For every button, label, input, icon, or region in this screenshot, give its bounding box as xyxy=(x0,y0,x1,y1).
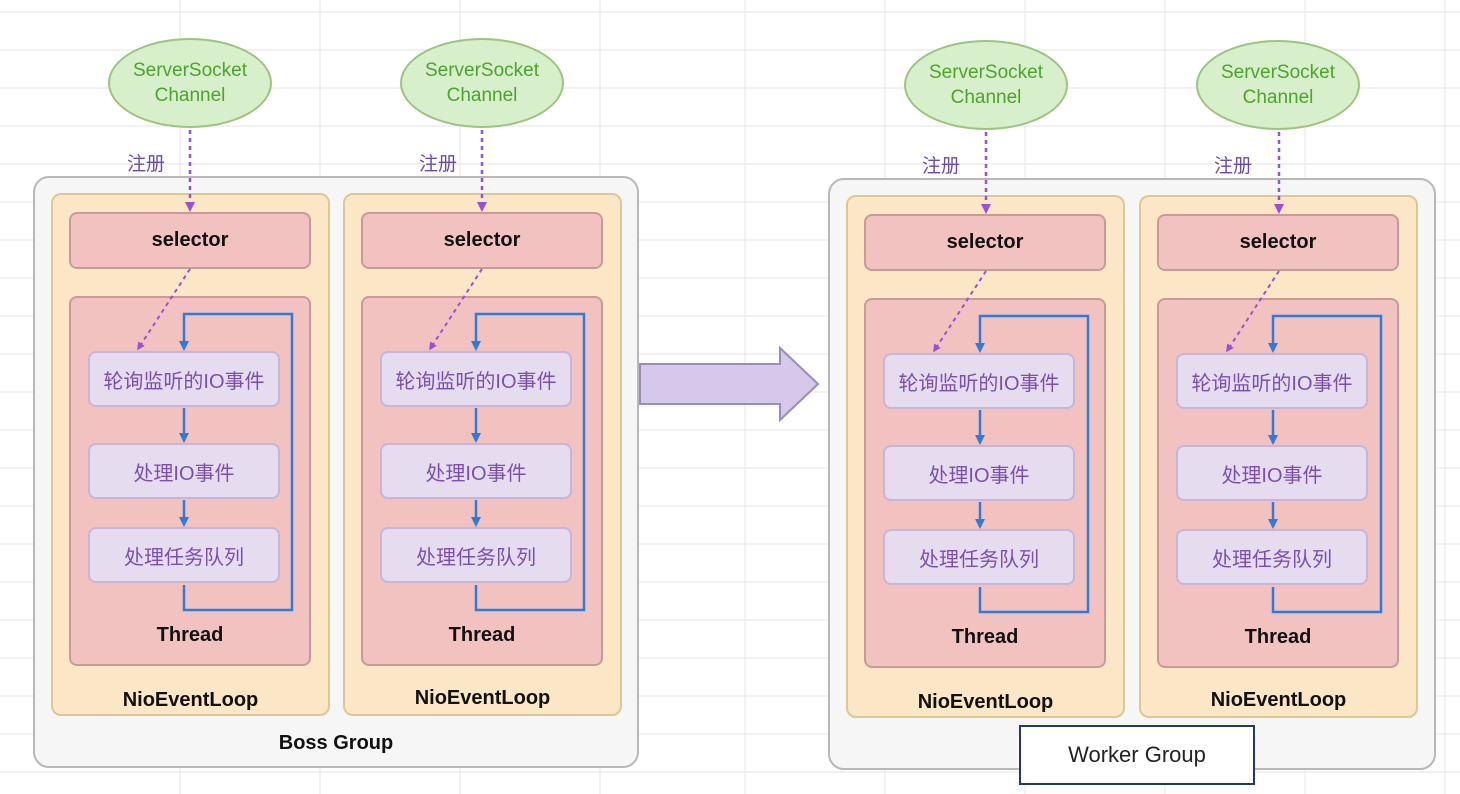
thread-label: Thread xyxy=(448,624,516,646)
process-io-events-step: 处理IO事件 xyxy=(88,443,280,499)
register-label: 注册 xyxy=(922,156,961,177)
channel-label-line1: ServerSocket xyxy=(1220,62,1336,83)
register-label: 注册 xyxy=(1214,156,1253,177)
channel-label-line2: Channel xyxy=(446,85,518,106)
nio-event-loop-label: NioEventLoop xyxy=(1210,689,1347,711)
poll-io-events-step: 轮询监听的IO事件 xyxy=(380,351,572,407)
selector-box: selector xyxy=(361,212,603,269)
server-socket-channel: ServerSocket Channel xyxy=(1196,40,1360,130)
channel-label-line1: ServerSocket xyxy=(132,60,248,81)
nio-event-loop-label: NioEventLoop xyxy=(414,687,551,709)
server-socket-channel: ServerSocket Channel xyxy=(400,38,564,128)
process-io-events-step: 处理IO事件 xyxy=(1176,445,1368,501)
nio-event-loop-label: NioEventLoop xyxy=(917,691,1054,713)
selector-box: selector xyxy=(1157,214,1399,271)
selector-box: selector xyxy=(69,212,311,269)
channel-label-line1: ServerSocket xyxy=(928,62,1044,83)
process-task-queue-step: 处理任务队列 xyxy=(380,527,572,583)
channel-label-line1: ServerSocket xyxy=(424,60,540,81)
boss-group-label: Boss Group xyxy=(278,732,394,754)
register-label: 注册 xyxy=(419,154,458,175)
process-io-events-step: 处理IO事件 xyxy=(883,445,1075,501)
channel-label-line2: Channel xyxy=(154,85,226,106)
server-socket-channel: ServerSocket Channel xyxy=(108,38,272,128)
process-task-queue-step: 处理任务队列 xyxy=(88,527,280,583)
thread-label: Thread xyxy=(951,626,1019,648)
selector-box: selector xyxy=(864,214,1106,271)
register-label: 注册 xyxy=(127,154,166,175)
poll-io-events-step: 轮询监听的IO事件 xyxy=(883,353,1075,409)
thread-label: Thread xyxy=(1244,626,1312,648)
process-task-queue-step: 处理任务队列 xyxy=(883,529,1075,585)
poll-io-events-step: 轮询监听的IO事件 xyxy=(88,351,280,407)
channel-label-line2: Channel xyxy=(950,87,1022,108)
process-task-queue-step: 处理任务队列 xyxy=(1176,529,1368,585)
process-io-events-step: 处理IO事件 xyxy=(380,443,572,499)
thread-label: Thread xyxy=(156,624,224,646)
server-socket-channel: ServerSocket Channel xyxy=(904,40,1068,130)
nio-event-loop-label: NioEventLoop xyxy=(122,689,259,711)
channel-label-line2: Channel xyxy=(1242,87,1314,108)
poll-io-events-step: 轮询监听的IO事件 xyxy=(1176,353,1368,409)
worker-group-label: Worker Group xyxy=(1019,725,1255,785)
